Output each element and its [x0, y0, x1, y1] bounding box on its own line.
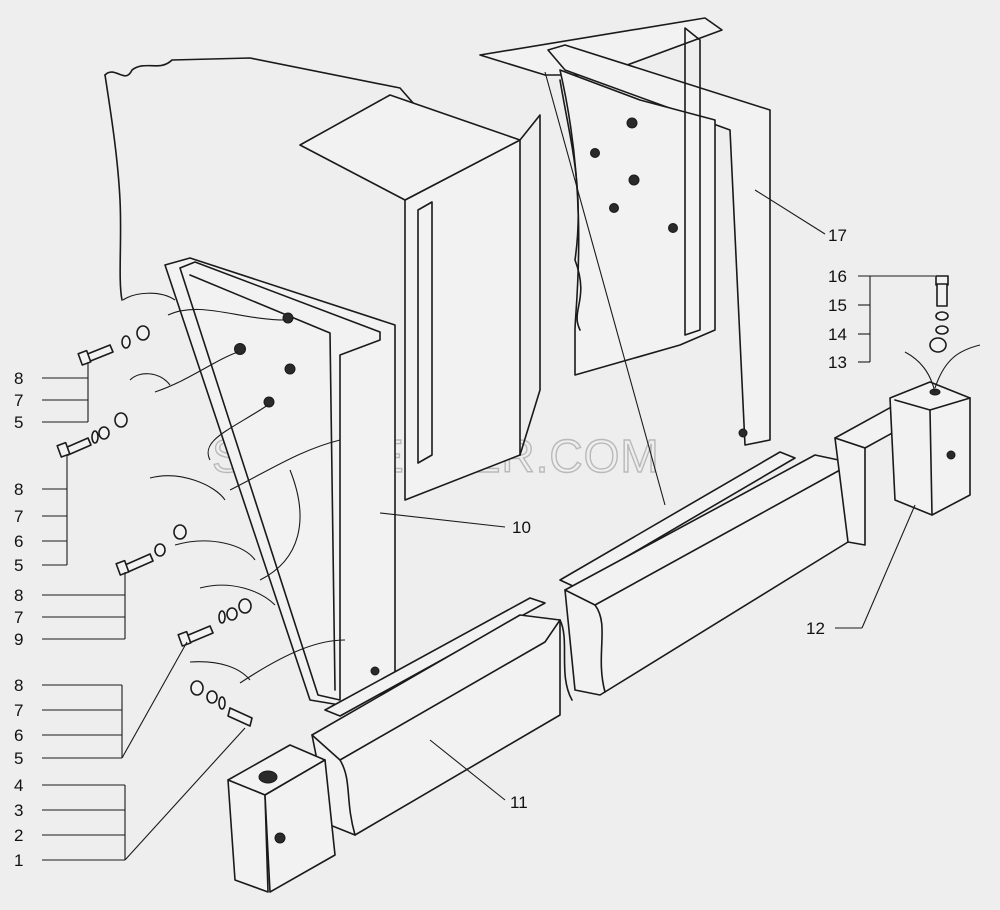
callout-14: 14 [828, 325, 847, 344]
callout-3: 3 [14, 801, 23, 820]
leader-lines [42, 189, 981, 861]
callout-8: 8 [14, 676, 23, 695]
fastener-set-d [177, 598, 252, 647]
bolt-hole [609, 203, 619, 213]
bolt-hole [263, 396, 275, 408]
callout-8: 8 [14, 369, 23, 388]
callout-7: 7 [14, 701, 23, 720]
fastener-set-right [929, 275, 949, 353]
endcap-left [227, 744, 336, 893]
bracket-part-17 [479, 17, 771, 506]
bolt-hole [282, 312, 294, 324]
callout-2: 2 [14, 826, 23, 845]
bolt-hole [626, 117, 638, 129]
crossmember-part-11 [311, 451, 853, 836]
callout-10: 10 [512, 518, 531, 537]
callout-9: 9 [14, 630, 23, 649]
callout-7: 7 [14, 507, 23, 526]
callout-7: 7 [14, 608, 23, 627]
bolt-hole [274, 832, 286, 844]
bolt-hole [284, 363, 296, 375]
callout-12: 12 [806, 619, 825, 638]
callout-4: 4 [14, 776, 23, 795]
bolt-hole [590, 148, 600, 158]
bolt-hole [370, 666, 380, 676]
callout-6: 6 [14, 726, 23, 745]
callout-1: 1 [14, 851, 23, 870]
callout-8: 8 [14, 586, 23, 605]
callout-8: 8 [14, 480, 23, 499]
callout-6: 6 [14, 532, 23, 551]
bolt-hole [738, 428, 748, 438]
fastener-set-a [77, 325, 150, 366]
bolt-hole [946, 450, 956, 460]
fastener-set-c [115, 524, 187, 576]
callout-11: 11 [510, 793, 528, 812]
fastener-set-e [190, 680, 253, 727]
bolt-hole [628, 174, 640, 186]
vehicle-body-outline [104, 57, 541, 501]
callout-labels: 8 7 5 8 7 6 5 8 7 9 8 7 6 5 4 3 2 1 16 1… [14, 226, 847, 870]
callout-5: 5 [14, 749, 23, 768]
callout-7: 7 [14, 391, 23, 410]
callout-17: 17 [828, 226, 847, 245]
bolt-hole [668, 223, 678, 233]
callout-15: 15 [828, 296, 847, 315]
callout-5: 5 [14, 556, 23, 575]
callout-16: 16 [828, 267, 847, 286]
cable-runs [122, 292, 346, 684]
bolt-hole [258, 770, 278, 784]
endcap-part-12 [834, 381, 971, 546]
callout-5: 5 [14, 413, 23, 432]
callout-13: 13 [828, 353, 847, 372]
fastener-set-b [56, 412, 128, 458]
